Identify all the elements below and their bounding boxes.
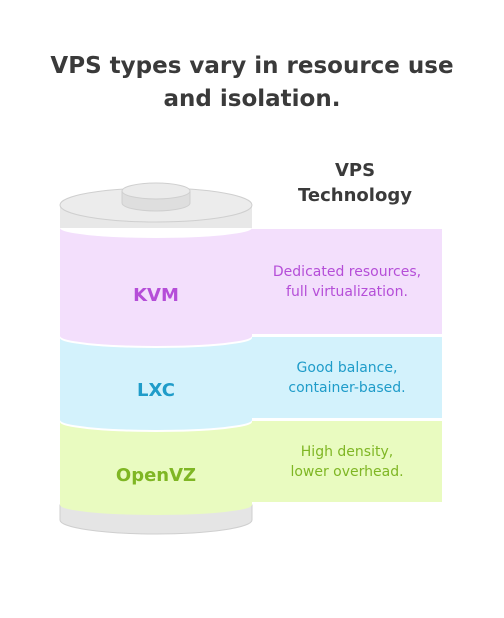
layer-openvz-band: [60, 422, 252, 515]
layer-openvz-label: OpenVZ: [115, 465, 197, 486]
lxc-desc-line-2: container-based.: [288, 379, 406, 396]
layer-lxc-desc-box: [252, 337, 442, 418]
layer-openvz-desc-box: [252, 421, 442, 502]
layer-kvm-label: KVM: [133, 285, 179, 306]
openvz-desc-line-2: lower overhead.: [290, 463, 404, 480]
diagram-title: VPS types vary in resource use and isola…: [0, 50, 504, 116]
layer-openvz-description: High density, lower overhead.: [252, 421, 442, 502]
kvm-desc-line-1: Dedicated resources,: [272, 263, 422, 280]
title-line-2: and isolation.: [163, 86, 341, 112]
cylinder-top-knob: [121, 182, 191, 200]
header-line-2: Technology: [298, 185, 412, 206]
layer-kvm-band: [60, 228, 252, 346]
openvz-desc-line-1: High density,: [300, 443, 394, 460]
layer-lxc-description: Good balance, container-based.: [252, 337, 442, 418]
layer-kvm-description: Dedicated resources, full virtualization…: [252, 229, 442, 334]
header-line-1: VPS: [334, 160, 376, 181]
kvm-desc-line-2: full virtualization.: [286, 283, 408, 300]
layer-lxc-label: LXC: [137, 380, 175, 401]
layer-kvm-desc-box: [252, 229, 442, 334]
lxc-desc-line-1: Good balance,: [296, 359, 398, 376]
layer-lxc-band: [60, 338, 252, 430]
column-header: VPS Technology: [280, 158, 430, 208]
title-line-1: VPS types vary in resource use: [50, 53, 454, 79]
